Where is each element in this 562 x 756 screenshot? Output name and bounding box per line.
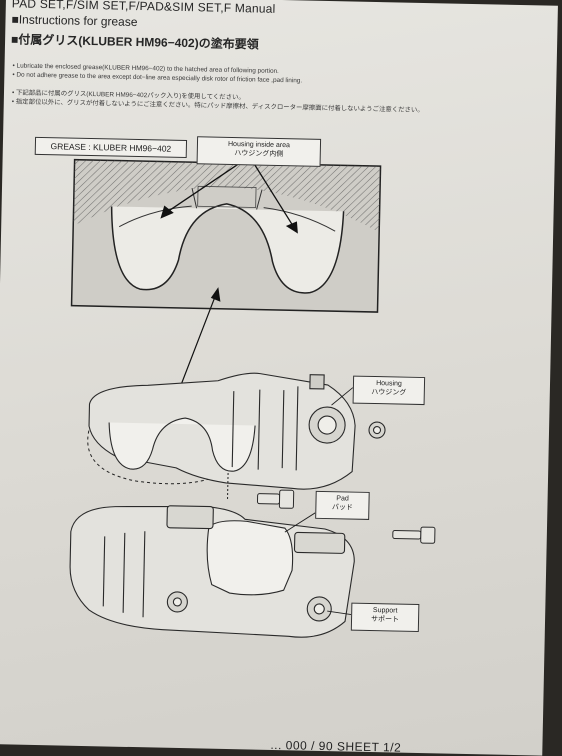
housing-zoom-panel <box>70 158 382 313</box>
housing-inside-area-label: Housing inside area ハウジング内側 <box>196 136 322 167</box>
assembly-line <box>226 472 229 501</box>
zoom-circle-dashed <box>87 407 217 485</box>
housing-label: Housing ハウジング <box>352 375 426 406</box>
pad-label: Pad パッド <box>315 490 370 520</box>
slide-pins-drawing <box>256 489 436 544</box>
support-label: Support サポート <box>350 602 420 633</box>
caliper-support-drawing <box>69 505 355 638</box>
housing-inside-label-jp: ハウジング内側 <box>234 150 284 159</box>
pad-label-jp: パッド <box>331 504 353 512</box>
housing-label-jp: ハウジング <box>371 388 407 397</box>
caliper-housing-drawing <box>88 372 386 490</box>
leader-lines <box>284 387 354 616</box>
inside-area-arrows <box>160 160 298 234</box>
sheet-footer: ... 000 / 90 SHEET 1/2 <box>270 737 402 755</box>
zoom-arrow <box>179 287 221 389</box>
support-label-jp: サポート <box>370 616 400 624</box>
grease-type-label: GREASE : KLUBER HM96−402 <box>34 136 188 159</box>
